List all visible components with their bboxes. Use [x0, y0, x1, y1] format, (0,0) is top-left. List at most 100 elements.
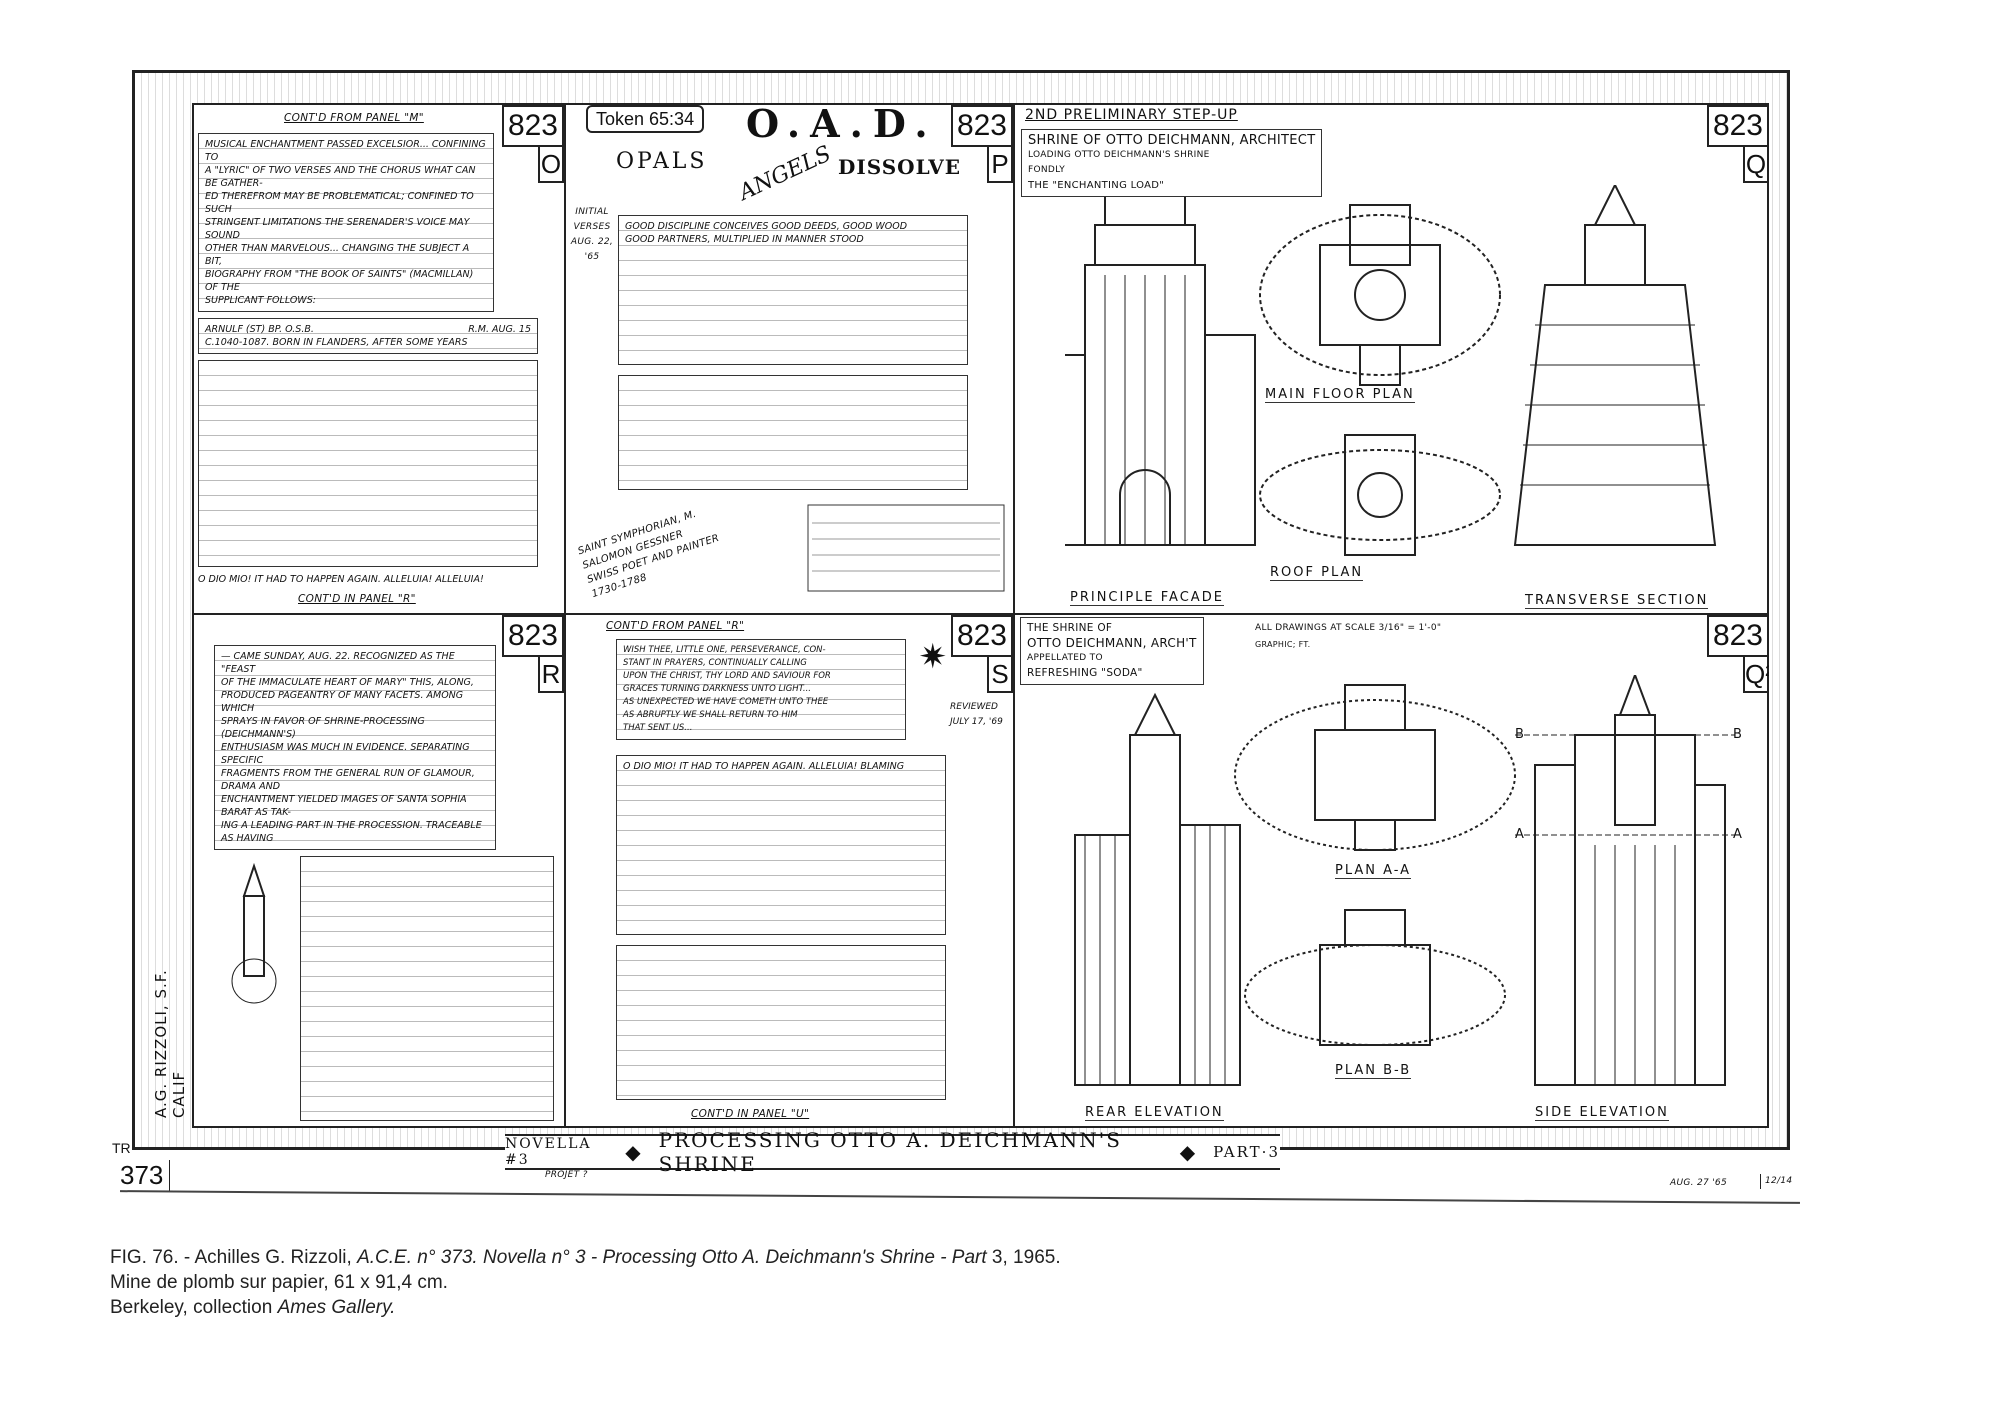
text-line: Musical enchantment passed excelsior... … [205, 139, 486, 163]
figure-caption-line-3: Berkeley, collection Ames Gallery. [110, 1295, 395, 1320]
scale-note: All drawings at scale 3/16" = 1'-0" [1255, 621, 1442, 636]
panel-divider [564, 103, 566, 1128]
box-line: Fondly [1028, 165, 1066, 175]
verse-block [618, 375, 968, 490]
panel-r: 823 R — Came Sunday, Aug. 22. Recognized… [194, 615, 564, 1128]
box-line: The Shrine of [1027, 622, 1113, 634]
ace-number: 373 [120, 1160, 171, 1191]
panel-q2: 823 Q² The Shrine of Otto Deichmann, Arc… [1015, 615, 1769, 1128]
text-block [300, 856, 554, 1121]
text-line: enchantment yielded images of Santa Soph… [221, 794, 467, 818]
side-elevation-label: Side Elevation [1535, 1105, 1669, 1121]
text-line: a "lyric" of two verses and the chorus w… [205, 165, 476, 189]
principle-facade-label: Principle Facade [1070, 590, 1224, 606]
sheet-edge [120, 1190, 1800, 1204]
text-line: stringent limitations the serenader's vo… [205, 217, 470, 241]
box-line: Appellated to [1027, 653, 1103, 663]
panel-number: 823 [501, 105, 564, 147]
title-angels: Angels [735, 141, 836, 206]
text-line: Wish thee, Little One, perseverance, con… [623, 645, 826, 655]
side-elevation-drawing [1515, 675, 1735, 1086]
text-block-drawing [807, 504, 1005, 592]
panel-q: 2nd Preliminary Step-up 823 Q Shrine of … [1015, 105, 1769, 613]
token-label: Token 65:34 [586, 105, 705, 133]
caption-title: Novella n° 3 - Processing Otto A. Deichm… [482, 1247, 987, 1268]
transverse-section-label: Transverse Section [1525, 593, 1709, 609]
graphic-scale: Graphic; ft. [1255, 637, 1311, 652]
text-block: — Came Sunday, Aug. 22. Recognized as th… [214, 645, 496, 850]
entry-date: R.M. Aug. 15 [468, 324, 531, 335]
caption-ace-number: A.C.E. n° 373. [357, 1247, 478, 1268]
plan-b-b-drawing [1244, 909, 1506, 1046]
oad-title: O.A.D. [746, 105, 938, 146]
text-line: produced pageantry of many facets. Among… [221, 690, 464, 714]
text-line: upon the Christ, thy Lord and Saviour fo… [623, 671, 831, 681]
box-line: The "Enchanting Load" [1028, 180, 1165, 191]
text-block [616, 945, 946, 1100]
biography-entry: Arnulf (St) Bp. O.S.B.R.M. Aug. 15 c.104… [198, 318, 538, 354]
caption-year: 3, 1965. [986, 1247, 1061, 1268]
figure-caption-line-1: FIG. 76. - Achilles G. Rizzoli, A.C.E. n… [110, 1245, 1061, 1270]
title-box: The Shrine of Otto Deichmann, Arch't App… [1020, 617, 1204, 685]
panel-footer: Cont'd in Panel "U" [691, 1108, 810, 1120]
text-line: that sent us... [623, 723, 693, 733]
box-line: Refreshing "Soda" [1027, 667, 1143, 679]
text-line: graces turning darkness unto light... [623, 684, 811, 694]
note-line: Reviewed [950, 702, 998, 712]
title-box: Shrine of Otto Deichmann, Architect Load… [1021, 129, 1323, 197]
architectural-drawings [1065, 185, 1717, 556]
text-line: sprays in favor of shrine-processing (De… [221, 716, 425, 740]
text-line: supplicant follows: [205, 295, 316, 306]
box-line: Loading Otto Deichmann's Shrine [1028, 150, 1210, 160]
roof-plan-drawing [1259, 434, 1501, 556]
panel-header: Cont'd from Panel "M" [284, 112, 424, 124]
title-banner: Novella #3 ◆ Processing Otto A. Deichman… [505, 1128, 1280, 1176]
closing-line: O Dio Mio! It had to happen again. Allel… [198, 574, 484, 585]
verse-block: Good discipline conceives good deeds, go… [618, 215, 968, 365]
text-block: O Dio Mio! It had to happen again. Allel… [616, 755, 946, 935]
plan-a-a-label: Plan A-A [1335, 863, 1412, 879]
note-line: Initial [575, 207, 609, 217]
roof-plan-label: Roof Plan [1270, 565, 1364, 581]
blessing-block: Wish thee, Little One, perseverance, con… [616, 639, 906, 740]
initial-verses-note: Initial Verses Aug. 22, '65 [570, 205, 614, 265]
section-mark-a: A [1733, 827, 1744, 842]
panel-number: 823 [1706, 615, 1769, 657]
diamond-icon: ◆ [1179, 1140, 1198, 1164]
step-up-heading: 2nd Preliminary Step-up [1025, 107, 1238, 123]
note-line: Verses [573, 222, 611, 232]
star-burst-icon: ✷ [918, 638, 948, 676]
caption-collection: Ames Gallery. [277, 1297, 396, 1318]
text-line: stant in prayers, continually calling [623, 658, 807, 668]
section-mark-a: A [1515, 827, 1526, 842]
caption-location: Berkeley, collection [110, 1297, 278, 1318]
floor-plan-drawing [1259, 204, 1501, 386]
entry-name: Arnulf (St) Bp. O.S.B. [205, 324, 314, 335]
panel-number: 823 [501, 615, 564, 657]
text-line: ed therefrom may be problematical; confi… [205, 191, 474, 215]
date-note-2: 12/14 [1760, 1174, 1792, 1189]
banner-part: Part·3 [1213, 1143, 1280, 1161]
facade-drawing [1065, 194, 1256, 546]
text-line: ing a leading part in the procession. Tr… [221, 820, 482, 844]
panel-divider [192, 613, 1769, 615]
panel-letter: R [538, 655, 564, 693]
note-line: July 17, '69 [950, 717, 1003, 727]
box-line: Otto Deichmann, Arch't [1027, 636, 1197, 650]
plan-b-b-label: Plan B-B [1335, 1063, 1412, 1079]
text-line: other than marvelous... Changing the sub… [205, 243, 470, 267]
text-line: biography from "The Book of Saints" (Mac… [205, 269, 474, 293]
main-floor-plan-label: Main Floor Plan [1265, 387, 1415, 403]
panel-p: Token 65:34 O.A.D. Opals Angels Dissolve… [566, 105, 1013, 613]
panel-letter: Q [1743, 145, 1769, 183]
section-mark-b: B [1733, 727, 1744, 742]
signature-block: Saint Symphorian, M. Salomon Gessner Swi… [576, 502, 726, 602]
section-mark-b: B [1515, 727, 1526, 742]
panel-divider [1013, 103, 1015, 1128]
text-line: enthusiasm was much in evidence. Separat… [221, 742, 470, 766]
tower-sketch [231, 862, 277, 1004]
banner-title: Processing Otto A. Deichmann's Shrine [658, 1128, 1122, 1176]
plan-a-a-drawing [1234, 684, 1516, 851]
text-line: of the Immaculate Heart of Mary" this, a… [221, 677, 474, 688]
text-line: fragments from the general run of glamou… [221, 768, 475, 792]
